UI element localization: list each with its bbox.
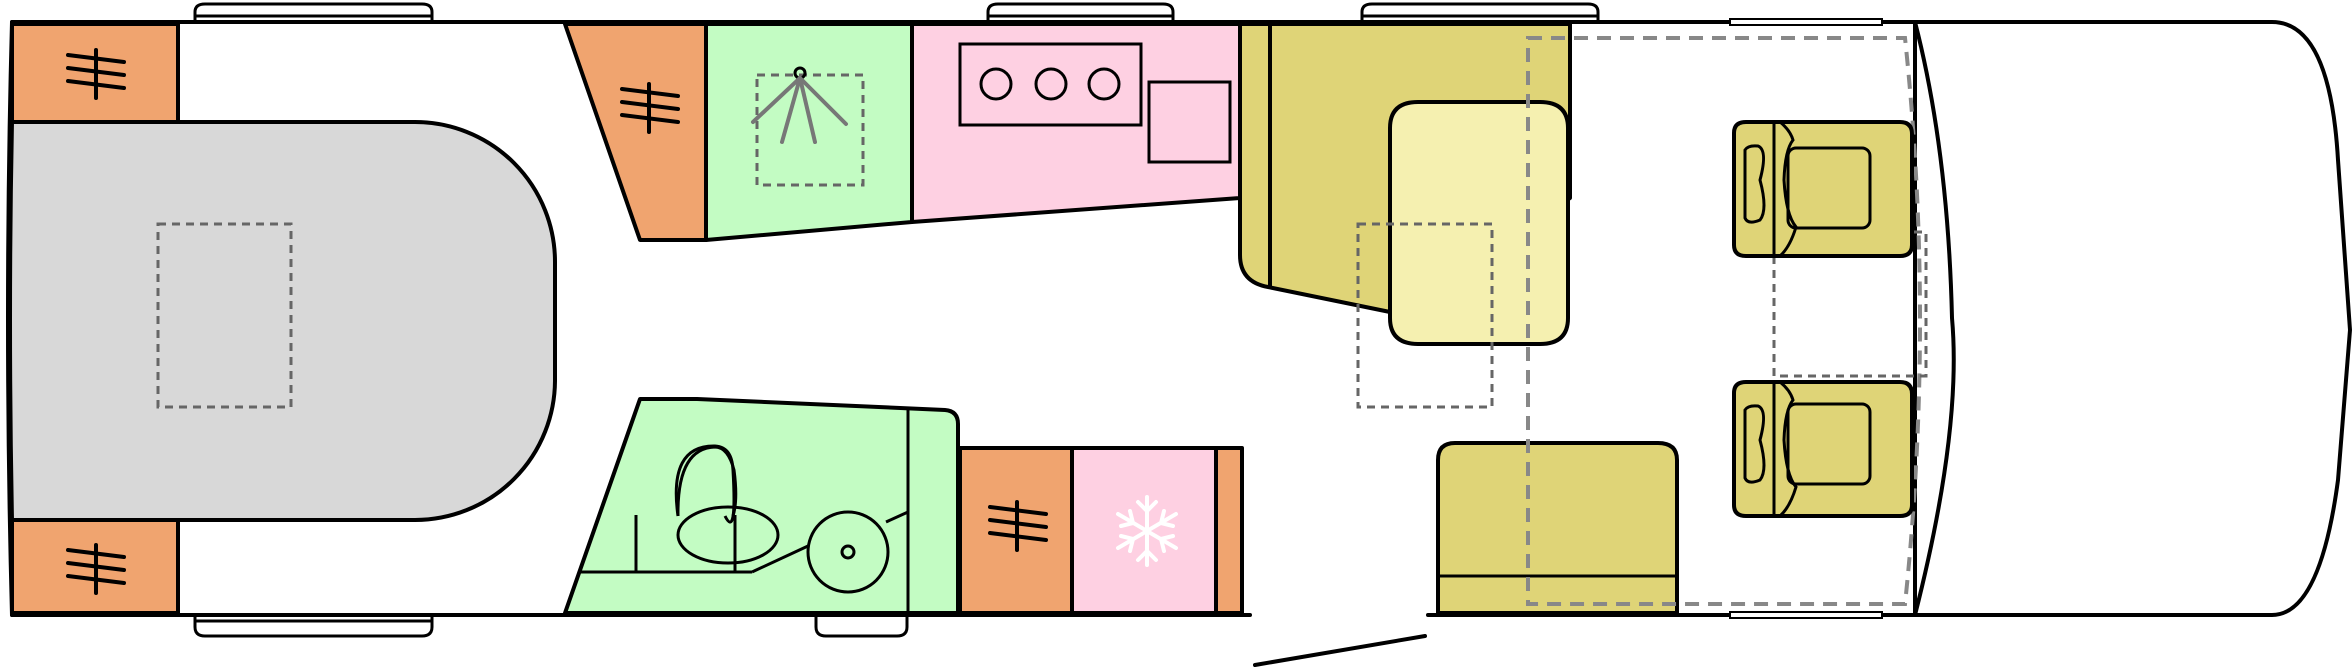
fridge-side-storage (1214, 446, 1244, 615)
dining-table (1388, 100, 1570, 346)
hob-burner-icon (1034, 67, 1068, 101)
rear-bed (8, 120, 557, 522)
shower (704, 22, 914, 242)
wardrobe-hanger-icon (66, 48, 126, 100)
washroom (563, 397, 960, 615)
hob (958, 42, 1143, 127)
rooflight-bed (156, 222, 293, 409)
cab-seat-driver (1732, 120, 1914, 258)
windows-bottom (193, 611, 1883, 638)
lounge-front-bench (1436, 441, 1679, 615)
wardrobe-hanger-icon (988, 500, 1048, 552)
wardrobe-top-middle (563, 22, 708, 242)
rooflight-lounge (1356, 222, 1494, 409)
hob-burner-icon (979, 67, 1013, 101)
cab-nose (1913, 20, 2352, 617)
rooflight-shower (755, 73, 865, 187)
wardrobe-hanger-icon (620, 82, 680, 134)
windows-top (193, 2, 1883, 26)
entrance-door[interactable] (1253, 634, 1427, 667)
shower-head-icon (751, 66, 848, 144)
hob-burner-icon (1087, 67, 1121, 101)
cab-seat-passenger (1732, 380, 1914, 518)
wardrobe-hanger-icon (66, 543, 126, 595)
toilet-icon (634, 444, 780, 572)
snowflake-icon (1116, 495, 1178, 567)
basin-icon (751, 510, 909, 594)
sink-icon (1147, 80, 1232, 164)
cab-outline (1526, 36, 1922, 606)
